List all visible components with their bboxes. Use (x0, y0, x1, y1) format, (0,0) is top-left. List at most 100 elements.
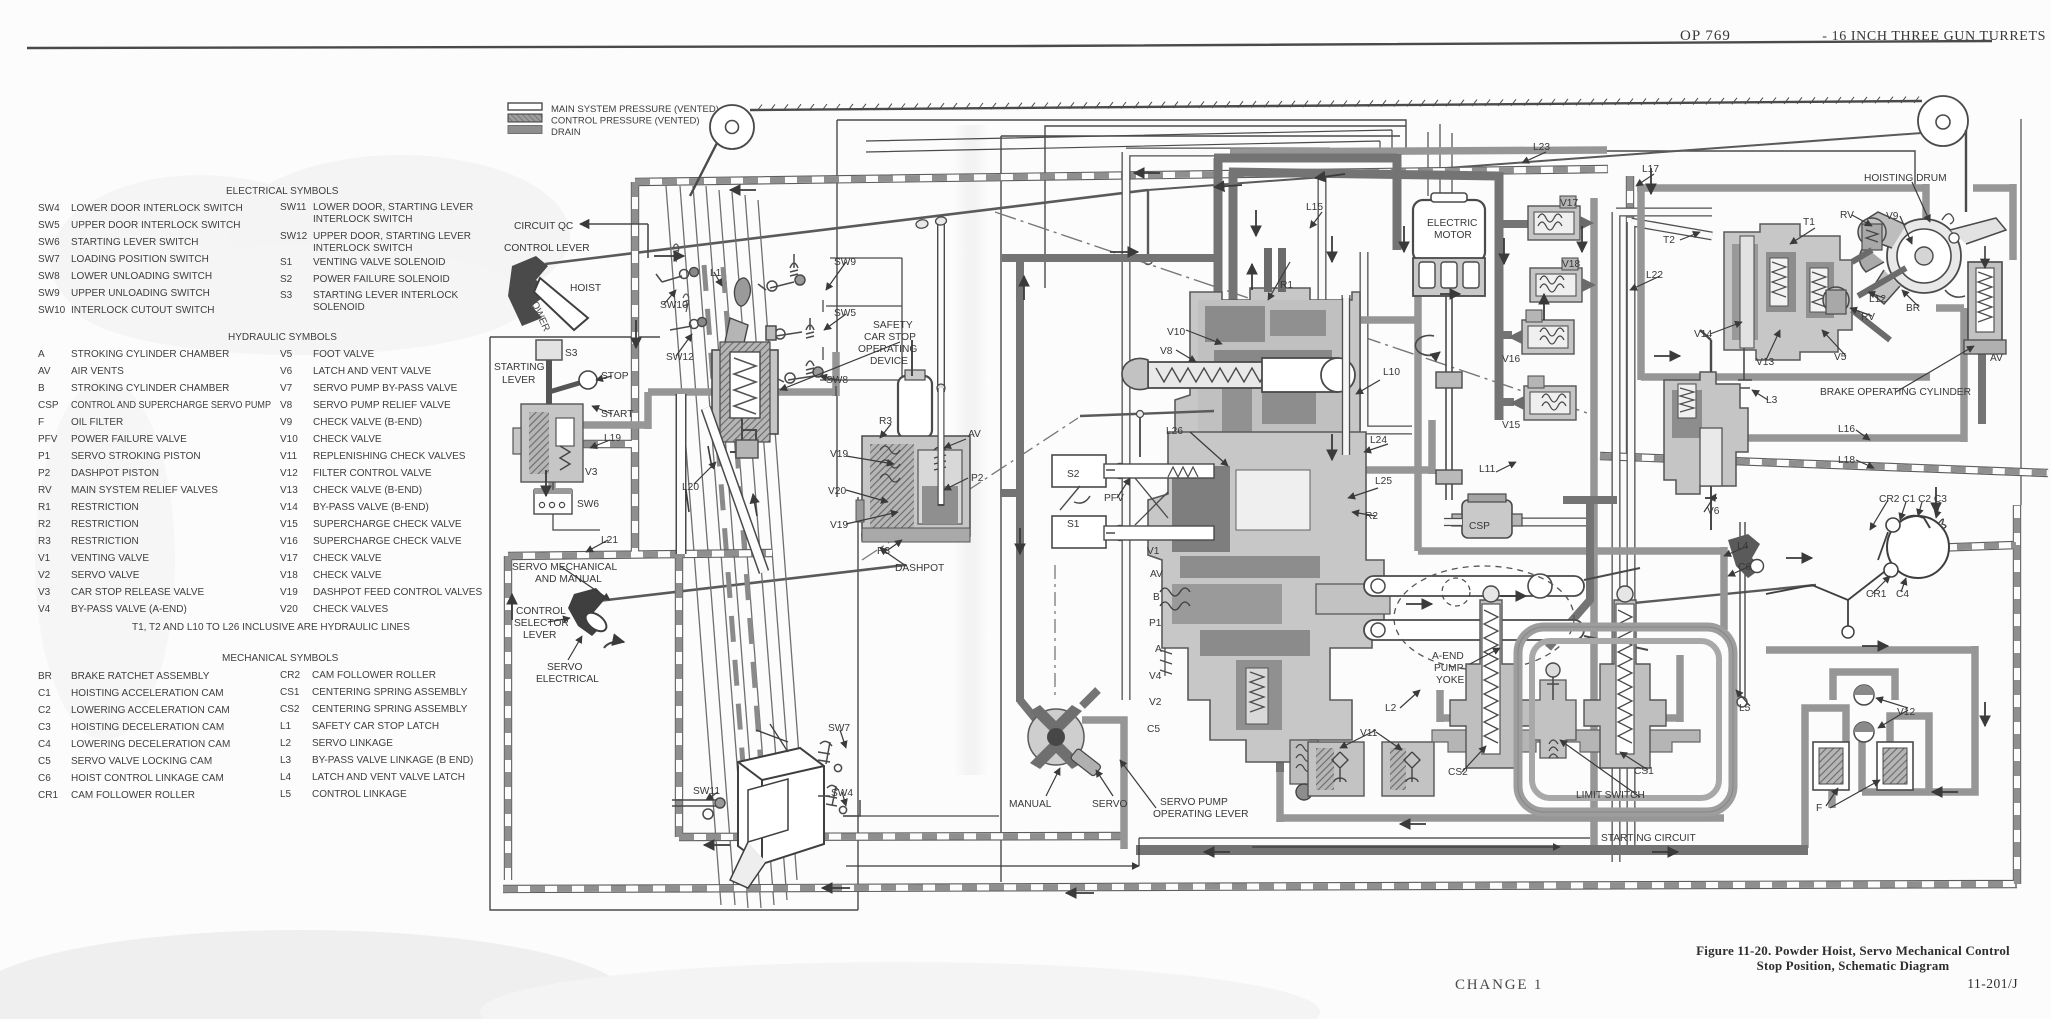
svg-text:BR: BR (1906, 303, 1920, 314)
svg-text:R2: R2 (1365, 511, 1378, 522)
svg-text:MAIN SYSTEM RELIEF VALVES: MAIN SYSTEM RELIEF VALVES (71, 485, 218, 496)
svg-text:CR2 C1 C2 C3: CR2 C1 C2 C3 (1879, 494, 1947, 505)
svg-text:L2: L2 (1385, 703, 1397, 714)
svg-text:L26: L26 (1166, 426, 1183, 437)
svg-text:L18: L18 (1838, 455, 1855, 466)
svg-text:SW5: SW5 (38, 220, 60, 231)
svg-text:L23: L23 (1533, 142, 1550, 153)
svg-text:V8: V8 (1160, 346, 1173, 357)
svg-text:V3: V3 (585, 467, 598, 478)
svg-text:CAR STOP RELEASE VALVE: CAR STOP RELEASE VALVE (71, 587, 205, 598)
svg-text:SW11: SW11 (693, 786, 720, 797)
svg-text:LOWER DOOR, STARTING LEVER: LOWER DOOR, STARTING LEVER (313, 202, 473, 213)
svg-text:SELECTOR: SELECTOR (514, 618, 569, 629)
svg-text:BY-PASS VALVE (B-END): BY-PASS VALVE (B-END) (313, 502, 429, 513)
svg-text:RV: RV (38, 485, 52, 496)
svg-text:SERVO VALVE: SERVO VALVE (71, 570, 140, 581)
svg-text:C5: C5 (1147, 724, 1160, 735)
svg-text:CONTROL PRESSURE (VENTED): CONTROL PRESSURE (VENTED) (551, 116, 700, 127)
svg-text:LOWER DOOR INTERLOCK SWITCH: LOWER DOOR INTERLOCK SWITCH (71, 203, 243, 214)
svg-text:R3: R3 (879, 416, 892, 427)
svg-text:LEVER: LEVER (502, 375, 535, 386)
svg-text:HYDRAULIC SYMBOLS: HYDRAULIC SYMBOLS (228, 332, 337, 343)
svg-text:SERVO MECHANICAL: SERVO MECHANICAL (512, 562, 617, 573)
svg-text:V13: V13 (1756, 357, 1774, 368)
svg-text:CS1: CS1 (280, 687, 300, 698)
svg-text:SERVO LINKAGE: SERVO LINKAGE (312, 738, 393, 749)
svg-text:- 16 INCH THREE GUN TURRETS: - 16 INCH THREE GUN TURRETS (1822, 29, 2046, 44)
svg-text:DRAIN: DRAIN (551, 127, 581, 138)
svg-text:L5: L5 (280, 789, 292, 800)
svg-text:CIRCUIT QC: CIRCUIT QC (514, 221, 573, 232)
svg-text:DASHPOT FEED CONTROL VALVES: DASHPOT FEED CONTROL VALVES (313, 587, 482, 598)
svg-text:P1: P1 (38, 451, 51, 462)
svg-text:V18: V18 (280, 570, 298, 581)
svg-text:PFV: PFV (38, 434, 58, 445)
svg-text:C4: C4 (1896, 589, 1909, 600)
svg-text:DEVICE: DEVICE (870, 356, 908, 367)
svg-text:L12: L12 (1869, 294, 1886, 305)
svg-text:SW4: SW4 (38, 203, 60, 214)
svg-text:SW8: SW8 (826, 375, 848, 386)
svg-text:AV: AV (968, 429, 981, 440)
svg-text:V15: V15 (1502, 420, 1520, 431)
svg-text:S1: S1 (1067, 519, 1080, 530)
svg-text:BRAKE RATCHET ASSEMBLY: BRAKE RATCHET ASSEMBLY (71, 671, 210, 682)
svg-text:R3: R3 (877, 546, 890, 557)
svg-text:STARTING LEVER INTERLOCK: STARTING LEVER INTERLOCK (313, 290, 459, 301)
svg-text:R3: R3 (38, 536, 51, 547)
svg-text:V8: V8 (280, 400, 293, 411)
svg-text:L24: L24 (1370, 435, 1387, 446)
svg-text:V2: V2 (38, 570, 51, 581)
svg-text:CONTROL LEVER: CONTROL LEVER (504, 243, 590, 254)
svg-text:V2: V2 (1149, 697, 1162, 708)
svg-text:V14: V14 (280, 502, 298, 513)
svg-text:SW11: SW11 (280, 202, 307, 213)
svg-text:HOIST CONTROL LINKAGE CAM: HOIST CONTROL LINKAGE CAM (71, 773, 224, 784)
svg-text:UPPER UNLOADING SWITCH: UPPER UNLOADING SWITCH (71, 288, 210, 299)
svg-text:V16: V16 (1502, 354, 1520, 365)
svg-text:L4: L4 (1737, 541, 1749, 552)
svg-text:V20: V20 (280, 604, 298, 615)
svg-text:L21: L21 (601, 535, 618, 546)
svg-text:HOISTING DRUM: HOISTING DRUM (1864, 173, 1947, 184)
svg-text:V5: V5 (1834, 352, 1847, 363)
svg-text:SW10: SW10 (38, 305, 66, 316)
svg-text:SERVO PUMP BY-PASS VALVE: SERVO PUMP BY-PASS VALVE (313, 383, 458, 394)
svg-text:LEVER: LEVER (523, 630, 556, 641)
svg-text:UPPER DOOR, STARTING LEVER: UPPER DOOR, STARTING LEVER (313, 231, 471, 242)
svg-text:V9: V9 (280, 417, 293, 428)
svg-text:SW9: SW9 (38, 288, 60, 299)
svg-text:T2: T2 (1663, 235, 1675, 246)
svg-text:V7: V7 (280, 383, 293, 394)
svg-text:CHECK VALVE (B-END): CHECK VALVE (B-END) (313, 485, 422, 496)
svg-text:STROKING CYLINDER CHAMBER: STROKING CYLINDER CHAMBER (71, 349, 229, 360)
svg-text:L4: L4 (280, 772, 292, 783)
svg-text:CR1: CR1 (38, 790, 58, 801)
svg-text:LOADING POSITION SWITCH: LOADING POSITION SWITCH (71, 254, 209, 265)
svg-text:STARTING: STARTING (494, 362, 545, 373)
svg-text:SW12: SW12 (666, 352, 694, 363)
svg-text:V11: V11 (280, 451, 297, 462)
svg-text:REPLENISHING CHECK VALVES: REPLENISHING CHECK VALVES (313, 451, 466, 462)
svg-text:CS2: CS2 (1448, 767, 1468, 778)
svg-text:CHECK VALVES: CHECK VALVES (313, 604, 389, 615)
svg-text:CONTROL AND SUPERCHARGE SERVO: CONTROL AND SUPERCHARGE SERVO PUMP (71, 400, 271, 411)
svg-text:S3: S3 (565, 348, 578, 359)
svg-text:RESTRICTION: RESTRICTION (71, 502, 139, 513)
svg-text:BY-PASS VALVE LINKAGE (B END): BY-PASS VALVE LINKAGE (B END) (312, 755, 473, 766)
svg-text:CS2: CS2 (280, 704, 300, 715)
svg-text:CAM FOLLOWER ROLLER: CAM FOLLOWER ROLLER (71, 790, 195, 801)
svg-text:R2: R2 (38, 519, 51, 530)
svg-text:L1: L1 (710, 268, 722, 279)
svg-text:B: B (38, 383, 45, 394)
svg-text:L10: L10 (1383, 367, 1400, 378)
svg-text:SERVO STROKING PISTON: SERVO STROKING PISTON (71, 451, 201, 462)
svg-text:SW12: SW12 (280, 231, 308, 242)
svg-text:INTERLOCK SWITCH: INTERLOCK SWITCH (313, 214, 412, 225)
svg-text:V3: V3 (38, 587, 51, 598)
svg-text:11-201/J: 11-201/J (1967, 976, 2018, 991)
svg-text:FILTER CONTROL VALVE: FILTER CONTROL VALVE (313, 468, 432, 479)
svg-text:CHECK VALVE: CHECK VALVE (313, 553, 382, 564)
svg-text:INTERLOCK CUTOUT SWITCH: INTERLOCK CUTOUT SWITCH (71, 305, 215, 316)
